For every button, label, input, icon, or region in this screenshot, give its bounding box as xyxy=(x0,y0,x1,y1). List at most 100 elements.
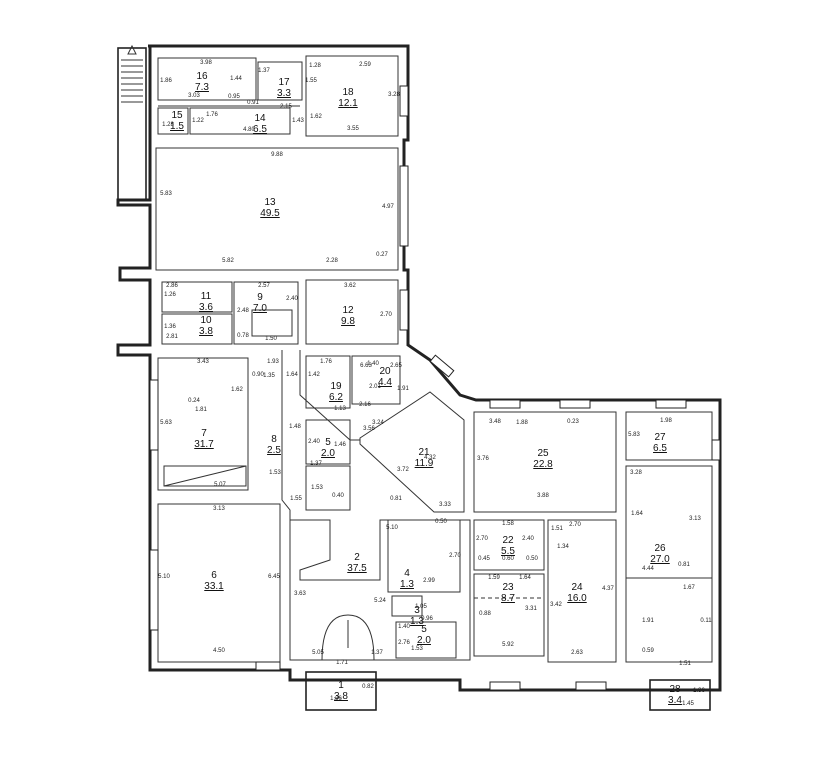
room-label-10: 103.8 xyxy=(199,315,213,337)
dimension-labels: 3.981.863.031.440.951.370.911.552.151.28… xyxy=(158,60,712,707)
dimension-label: 1.53 xyxy=(311,485,323,491)
room-number: 28 xyxy=(669,684,681,695)
dimension-label: 5.10 xyxy=(158,574,170,580)
dimension-label: 2.48 xyxy=(237,308,249,314)
room-label-22: 225.5 xyxy=(501,535,515,557)
dimension-label: 1.98 xyxy=(660,418,672,424)
dimension-label: 3.28 xyxy=(630,470,642,476)
room-number: 15 xyxy=(171,110,183,121)
room-number: 10 xyxy=(200,315,212,326)
room-number: 23 xyxy=(502,582,514,593)
dimension-label: 0.11 xyxy=(700,618,712,624)
room-number: 6 xyxy=(211,570,217,581)
dimension-label: 3.55 xyxy=(347,126,359,132)
dimension-label: 1.64 xyxy=(286,372,298,378)
dimension-label: 4.44 xyxy=(642,566,654,572)
room-label-27: 276.5 xyxy=(653,432,667,454)
room-area: 11.9 xyxy=(415,458,434,469)
dimension-label: 3.56 xyxy=(363,426,375,432)
room-area: 2.0 xyxy=(417,635,431,646)
dimension-label: 0.23 xyxy=(567,419,579,425)
dimension-label: 2.40 xyxy=(522,536,534,542)
room-number: 17 xyxy=(278,77,290,88)
dimension-label: 5.24 xyxy=(374,598,386,604)
room-label-2: 237.5 xyxy=(347,552,367,574)
room-area: 4.4 xyxy=(378,377,392,388)
room-area: 37.5 xyxy=(347,563,367,574)
room-number: 5 xyxy=(325,437,331,448)
room-area: 3.6 xyxy=(199,302,213,313)
room-label-16: 167.3 xyxy=(195,71,209,93)
dimension-label: 1.50 xyxy=(265,336,277,342)
left-stairs xyxy=(117,44,147,201)
room-area: 22.8 xyxy=(533,459,553,470)
dimension-label: 1.22 xyxy=(192,118,204,124)
room-number: 21 xyxy=(418,447,430,458)
room-area: 31.7 xyxy=(194,439,214,450)
room-area: 12.1 xyxy=(338,98,358,109)
dimension-label: 1.67 xyxy=(683,585,695,591)
dimension-label: 5.83 xyxy=(160,191,172,197)
dimension-label: 1.86 xyxy=(160,78,172,84)
room-label-17: 173.3 xyxy=(277,77,291,99)
dimension-label: 5.63 xyxy=(160,420,172,426)
dimension-label: 3.31 xyxy=(525,606,537,612)
dimension-label: 2.99 xyxy=(423,578,435,584)
dimension-label: 1.51 xyxy=(679,661,691,667)
room-area: 2.5 xyxy=(267,445,281,456)
dimension-label: 0.88 xyxy=(479,611,491,617)
dimension-label: 6.63 xyxy=(360,363,372,369)
room-label-15: 151.5 xyxy=(170,110,184,132)
room-number: 13 xyxy=(264,197,276,208)
dimension-label: 1.91 xyxy=(642,618,654,624)
dimension-label: 5.92 xyxy=(502,642,514,648)
room-number: 14 xyxy=(254,113,266,124)
dimension-label: 5.82 xyxy=(222,258,234,264)
room-label-9: 97.0 xyxy=(253,292,267,314)
dimension-label: 1.28 xyxy=(162,122,174,128)
room-number: 24 xyxy=(571,582,583,593)
dimension-label: 0.59 xyxy=(642,648,654,654)
dimension-label: 2.70 xyxy=(380,312,392,318)
room-label-14: 146.5 xyxy=(253,113,267,135)
room-label-12: 129.8 xyxy=(341,305,355,327)
dimension-label: 1.35 xyxy=(263,373,275,379)
room-area: 5.5 xyxy=(501,546,515,557)
room-area: 6.5 xyxy=(253,124,267,135)
room-number: 8 xyxy=(271,434,277,445)
room-area: 7.3 xyxy=(195,82,209,93)
dimension-label: 1.40 xyxy=(367,361,379,367)
dimension-label: 2.65 xyxy=(390,363,402,369)
dimension-label: 0.95 xyxy=(228,94,240,100)
dimension-label: 3.62 xyxy=(344,283,356,289)
dimension-label: 1.64 xyxy=(519,575,531,581)
dimension-label: 0.96 xyxy=(421,616,433,622)
dimension-label: 1.34 xyxy=(557,544,569,550)
room-number: 5 xyxy=(421,624,427,635)
dimension-label: 2.70 xyxy=(476,536,488,542)
room-area: 33.1 xyxy=(204,581,224,592)
room-label-11: 113.6 xyxy=(199,291,213,313)
exterior-walls xyxy=(116,44,722,692)
dimension-label: 2.15 xyxy=(280,104,292,110)
dimension-label: 5.07 xyxy=(214,482,226,488)
dimension-label: 2.76 xyxy=(398,640,410,646)
dimension-label: 1.42 xyxy=(308,372,320,378)
room-number: 27 xyxy=(654,432,666,443)
room-area: 8.7 xyxy=(501,593,515,604)
dimension-label: 2.40 xyxy=(308,439,320,445)
dimension-label: 0.91 xyxy=(247,100,259,106)
room-area: 3.8 xyxy=(334,691,348,702)
dimension-label: 2.86 xyxy=(166,283,178,289)
dimension-label: 1.62 xyxy=(310,114,322,120)
dimension-label: 2.16 xyxy=(359,402,371,408)
dimension-label: 1.71 xyxy=(336,660,348,666)
dimension-label: 0.45 xyxy=(478,556,490,562)
dimension-label: 2.01 xyxy=(369,384,381,390)
dimension-label: 2.63 xyxy=(571,650,583,656)
dimension-label: 2.59 xyxy=(359,62,371,68)
